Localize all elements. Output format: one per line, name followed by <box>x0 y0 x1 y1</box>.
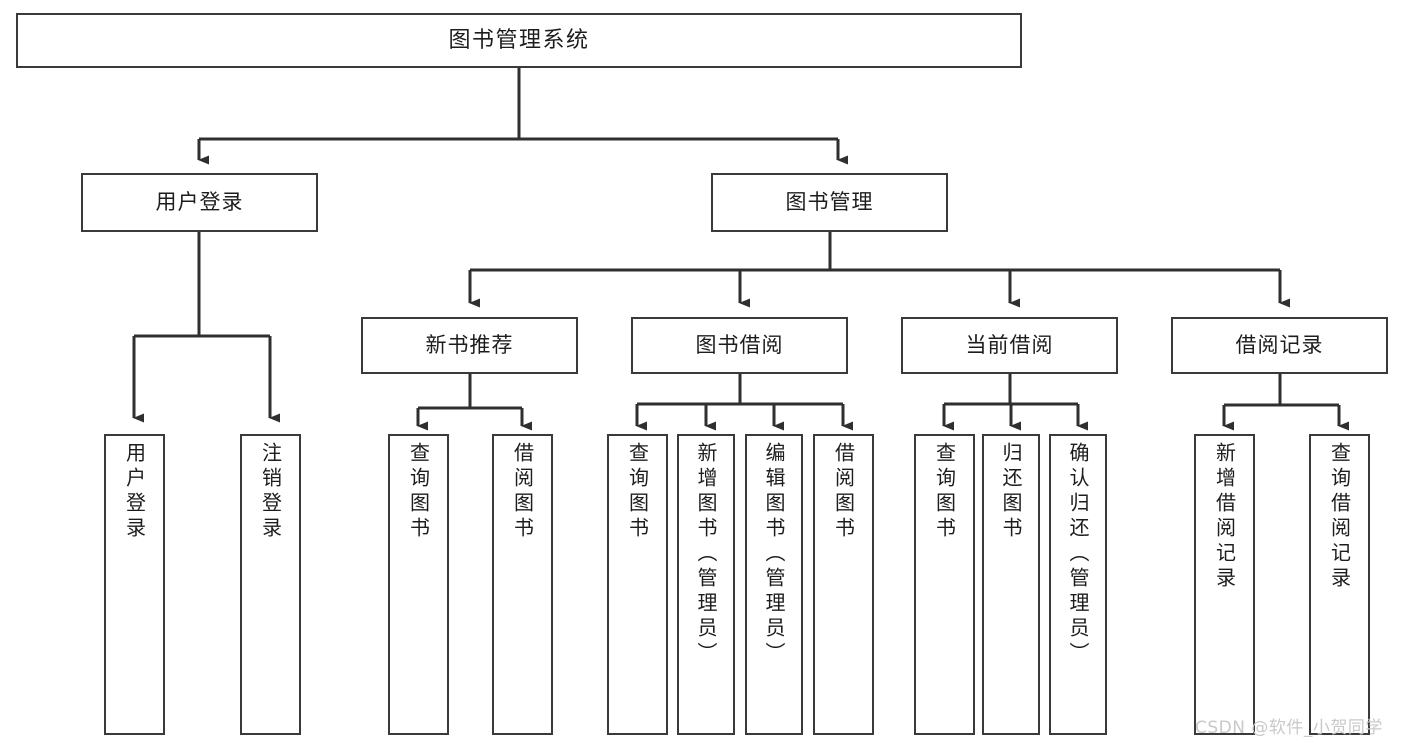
node-leaf-add-book-label: 新增图书（管理员） <box>694 442 718 667</box>
node-leaf-add-record-label: 新增借阅记录 <box>1212 442 1237 592</box>
node-root[interactable]: 图书管理系统 <box>16 13 1022 68</box>
node-book-manage-label: 图书管理 <box>785 190 874 215</box>
node-leaf-add-record[interactable]: 新增借阅记录 <box>1194 434 1255 735</box>
node-current-borrow[interactable]: 当前借阅 <box>901 317 1118 374</box>
node-current-borrow-label: 当前借阅 <box>965 333 1054 358</box>
node-leaf-edit-book-label: 编辑图书（管理员） <box>762 442 786 667</box>
node-leaf-add-book[interactable]: 新增图书（管理员） <box>677 434 735 735</box>
node-leaf-edit-book[interactable]: 编辑图书（管理员） <box>745 434 803 735</box>
node-leaf-confirm-return[interactable]: 确认归还（管理员） <box>1049 434 1107 735</box>
node-leaf-return-book[interactable]: 归还图书 <box>982 434 1040 735</box>
node-book-borrow[interactable]: 图书借阅 <box>631 317 848 374</box>
node-leaf-user-login[interactable]: 用户登录 <box>104 434 165 735</box>
node-book-borrow-label: 图书借阅 <box>695 333 784 358</box>
node-leaf-logout-login-label: 注销登录 <box>258 442 283 542</box>
node-leaf-borrow-book-2[interactable]: 借阅图书 <box>813 434 874 735</box>
node-leaf-query-book-3[interactable]: 查询图书 <box>914 434 975 735</box>
node-leaf-query-book-1-label: 查询图书 <box>406 442 431 542</box>
node-leaf-confirm-return-label: 确认归还（管理员） <box>1066 442 1090 667</box>
node-user-login[interactable]: 用户登录 <box>81 173 318 232</box>
node-leaf-query-record-label: 查询借阅记录 <box>1327 442 1352 592</box>
node-leaf-borrow-book-1-label: 借阅图书 <box>510 442 535 542</box>
node-leaf-borrow-book-1[interactable]: 借阅图书 <box>492 434 553 735</box>
node-root-label: 图书管理系统 <box>448 27 590 53</box>
node-leaf-return-book-label: 归还图书 <box>999 442 1023 542</box>
node-borrow-record[interactable]: 借阅记录 <box>1171 317 1388 374</box>
node-leaf-borrow-book-2-label: 借阅图书 <box>831 442 856 542</box>
node-leaf-query-book-3-label: 查询图书 <box>932 442 957 542</box>
node-leaf-query-book-2-label: 查询图书 <box>625 442 650 542</box>
node-leaf-query-record[interactable]: 查询借阅记录 <box>1309 434 1370 735</box>
node-borrow-record-label: 借阅记录 <box>1235 333 1324 358</box>
node-user-login-label: 用户登录 <box>155 190 244 215</box>
node-leaf-user-login-label: 用户登录 <box>122 442 147 542</box>
node-leaf-logout-login[interactable]: 注销登录 <box>240 434 301 735</box>
node-new-book-recommend[interactable]: 新书推荐 <box>361 317 578 374</box>
node-new-book-recommend-label: 新书推荐 <box>425 333 514 358</box>
node-leaf-query-book-2[interactable]: 查询图书 <box>607 434 668 735</box>
csdn-watermark: CSDN @软件_小贺同学 <box>1195 718 1383 738</box>
node-leaf-query-book-1[interactable]: 查询图书 <box>388 434 449 735</box>
node-book-manage[interactable]: 图书管理 <box>711 173 948 232</box>
